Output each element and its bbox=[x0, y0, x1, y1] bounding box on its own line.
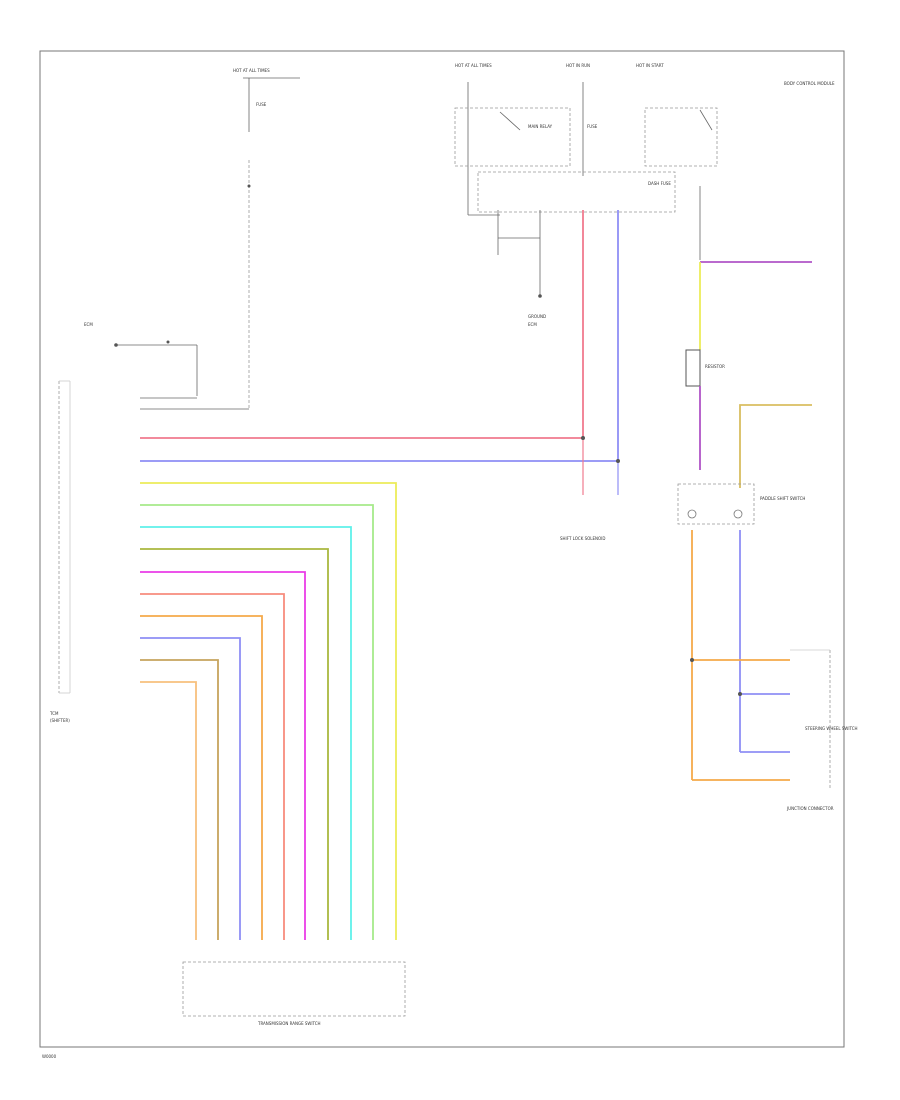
wire-bundle bbox=[140, 482, 397, 940]
label-fuse-left: FUSE bbox=[256, 102, 267, 107]
label-ecm-left: ECM bbox=[84, 322, 93, 327]
label-steering-switch: STEERING WHEEL SWITCH bbox=[805, 726, 858, 731]
label-tcm: TCM bbox=[49, 711, 59, 716]
wire-pink-blue: SHIFT LOCK SOLENOID bbox=[140, 210, 620, 541]
tcm-module: TCM (SHIFTER) bbox=[49, 380, 249, 723]
label-body-control: BODY CONTROL MODULE bbox=[784, 81, 835, 86]
label-hot-run: HOT IN RUN bbox=[566, 63, 590, 68]
label-hot-left: HOT AT ALL TIMES bbox=[233, 68, 270, 73]
label-resistor: RESISTOR bbox=[705, 364, 725, 369]
relay-circuit: HOT AT ALL TIMES HOT IN RUN HOT IN START… bbox=[454, 63, 835, 327]
label-hot-all-times: HOT AT ALL TIMES bbox=[455, 63, 492, 68]
left-power-circuit: HOT AT ALL TIMES FUSE ECM bbox=[84, 68, 300, 410]
label-junction: JUNCTION CONNECTOR bbox=[786, 806, 834, 811]
label-shift-lock: SHIFT LOCK SOLENOID bbox=[560, 536, 605, 541]
label-ground: GROUND bbox=[528, 314, 546, 319]
label-dash-fuse: DASH FUSE bbox=[648, 181, 671, 186]
transmission-range-switch: TRANSMISSION RANGE SWITCH bbox=[182, 961, 406, 1026]
label-tcm-sub: (SHIFTER) bbox=[50, 718, 70, 723]
label-main-relay: MAIN RELAY bbox=[528, 124, 553, 129]
label-ecm-right: ECM bbox=[528, 322, 537, 327]
diagram-frame bbox=[39, 50, 845, 1048]
footer-code: W0000 bbox=[42, 1054, 57, 1059]
label-range-switch: TRANSMISSION RANGE SWITCH bbox=[257, 1021, 321, 1026]
label-paddle-shift: PADDLE SHIFT SWITCH bbox=[760, 496, 805, 501]
label-fuse-top: FUSE bbox=[587, 124, 598, 129]
right-circuit: RESISTOR PADDLE SHIFT SWITCH STEERING WH… bbox=[677, 261, 858, 811]
label-hot-start: HOT IN START bbox=[636, 63, 664, 68]
